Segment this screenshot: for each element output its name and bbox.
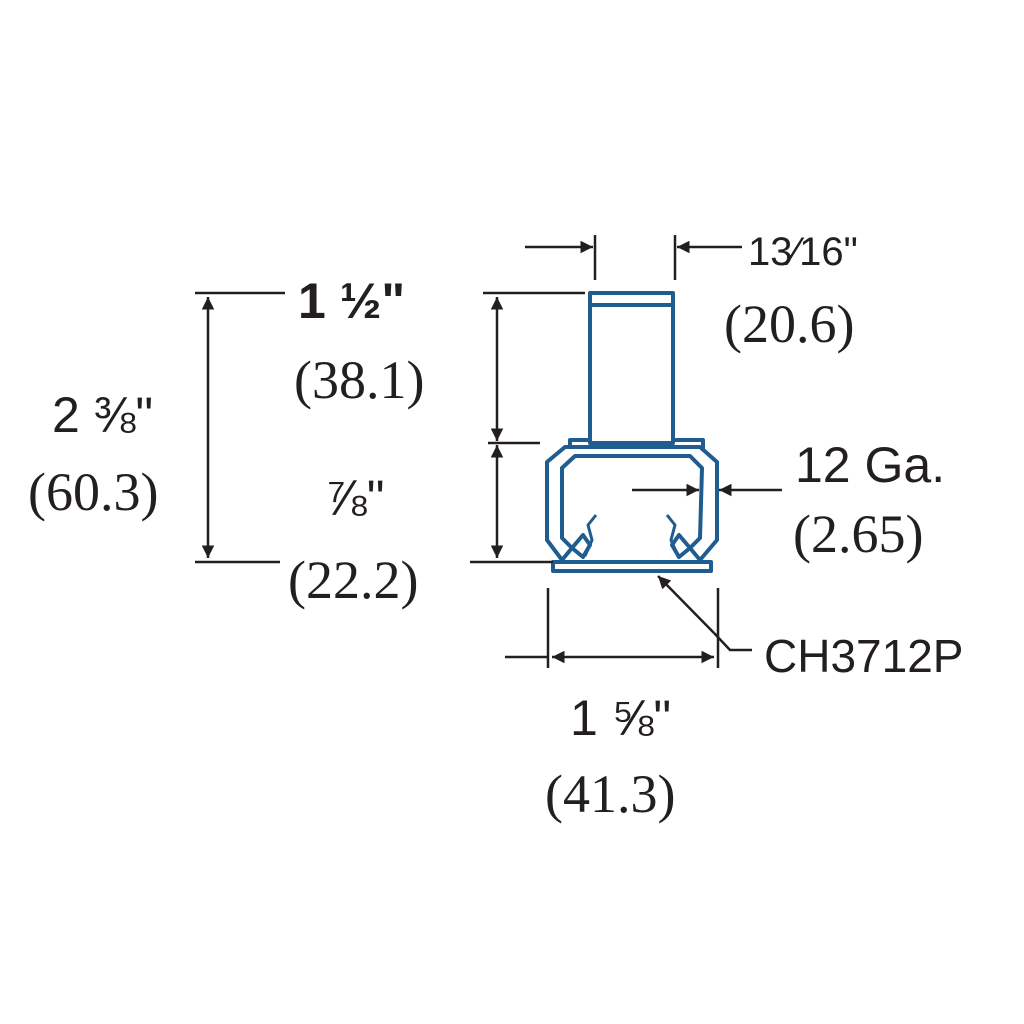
channel-profile [545,291,719,573]
overall-height-metric: (60.3) [28,462,158,522]
part-leader-arrow [657,575,715,634]
part-leader-line [713,632,752,652]
dimension-lines [195,235,782,668]
channel-height-metric: (22.2) [288,550,418,610]
channel-width-metric: (41.3) [545,764,675,824]
bottom-plate [551,560,713,573]
channel-outline [545,445,719,562]
post-height-imperial: 1 ½" [298,273,405,329]
overall-height-imperial: 2 ⅜" [52,387,153,443]
post-width-imperial: 13⁄16" [748,230,858,274]
gauge-metric: (2.65) [793,504,923,564]
channel-width-imperial: 1 ⅝" [570,690,671,746]
post-width-metric: (20.6) [724,294,854,354]
spring-clips [583,514,680,557]
gauge-imperial: 12 Ga. [795,437,945,493]
post-height-metric: (38.1) [294,350,424,410]
post [588,291,675,445]
channel-height-imperial: ⅞" [325,470,384,526]
part-number: CH3712P [764,630,963,682]
